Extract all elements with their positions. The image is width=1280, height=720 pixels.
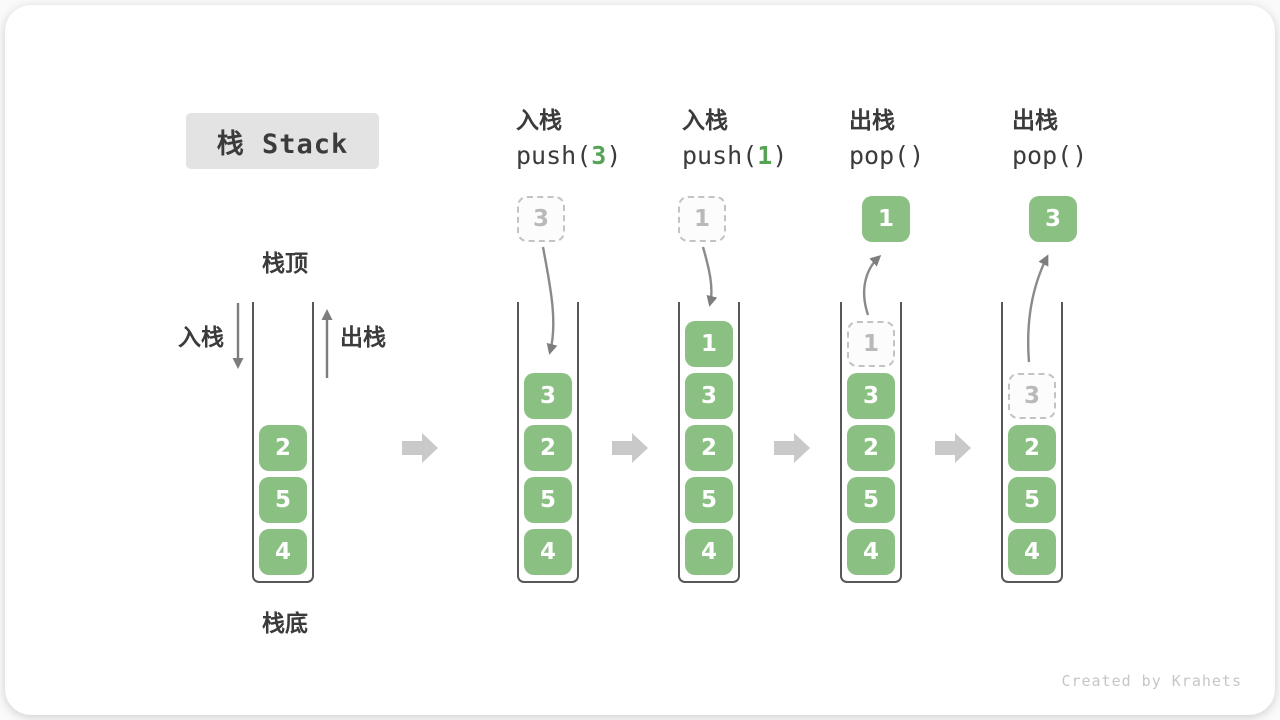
op-code: pop() xyxy=(1012,140,1087,172)
stack-cell: 2 xyxy=(259,425,307,471)
push-curve-arrow-2 xyxy=(701,246,718,307)
op-name: 入栈 xyxy=(682,107,728,133)
step-arrow-icon xyxy=(774,433,810,463)
pop-side-label: 出栈 xyxy=(340,324,386,350)
op-header-push-3: 入栈 push(3) xyxy=(516,104,621,172)
step-arrow-icon xyxy=(612,433,648,463)
stack-cell: 3 xyxy=(685,373,733,419)
code-pre: pop( xyxy=(1012,141,1073,170)
op-header-pop-1: 出栈 pop() xyxy=(849,104,924,172)
popped-value-cell: 1 xyxy=(862,196,910,242)
diagram-canvas: 栈 Stack 入栈 push(3) 入栈 push(1) 出栈 pop() 出… xyxy=(5,5,1275,715)
step-arrow-icon xyxy=(935,433,971,463)
op-code: push(1) xyxy=(682,140,787,172)
stack-cell: 4 xyxy=(1008,529,1056,575)
incoming-ghost-cell: 1 xyxy=(678,196,726,242)
op-name: 出栈 xyxy=(849,107,895,133)
code-pre: push( xyxy=(516,141,592,170)
code-post: ) xyxy=(909,141,925,170)
stack-cell: 2 xyxy=(847,425,895,471)
diagram-card: 栈 Stack 入栈 push(3) 入栈 push(1) 出栈 pop() 出… xyxy=(5,5,1275,715)
incoming-ghost-cell: 3 xyxy=(517,196,565,242)
step-arrow-icon xyxy=(402,433,438,463)
code-pre: pop( xyxy=(849,141,910,170)
op-name: 出栈 xyxy=(1012,107,1058,133)
op-header-push-1: 入栈 push(1) xyxy=(682,104,787,172)
code-arg: 1 xyxy=(757,141,773,170)
code-post: ) xyxy=(1072,141,1088,170)
stack-cell: 1 xyxy=(685,321,733,367)
op-name: 入栈 xyxy=(516,107,562,133)
stack-cell: 2 xyxy=(685,425,733,471)
stack-top-label: 栈顶 xyxy=(262,250,308,276)
stack-cell: 4 xyxy=(847,529,895,575)
stack-cell: 5 xyxy=(847,477,895,523)
stack-cell: 4 xyxy=(524,529,572,575)
op-code: push(3) xyxy=(516,140,621,172)
stack-cell: 3 xyxy=(524,373,572,419)
stack-cell: 3 xyxy=(847,373,895,419)
stack-cell: 4 xyxy=(259,529,307,575)
title-box: 栈 Stack xyxy=(186,113,379,169)
page-title: 栈 Stack xyxy=(216,128,349,160)
code-post: ) xyxy=(772,141,788,170)
code-arg: 3 xyxy=(591,141,607,170)
stack-cell: 5 xyxy=(524,477,572,523)
push-side-label: 入栈 xyxy=(178,324,224,350)
popped-ghost-cell: 1 xyxy=(847,321,895,367)
popped-ghost-cell: 3 xyxy=(1008,373,1056,419)
stack-bottom-label: 栈底 xyxy=(262,610,308,636)
popped-value-cell: 3 xyxy=(1029,196,1077,242)
stack-cell: 5 xyxy=(685,477,733,523)
stack-cell: 5 xyxy=(1008,477,1056,523)
op-code: pop() xyxy=(849,140,924,172)
code-pre: push( xyxy=(682,141,758,170)
stack-cell: 2 xyxy=(1008,425,1056,471)
stack-cell: 5 xyxy=(259,477,307,523)
stack-cell: 2 xyxy=(524,425,572,471)
stack-cell: 4 xyxy=(685,529,733,575)
code-post: ) xyxy=(606,141,622,170)
op-header-pop-2: 出栈 pop() xyxy=(1012,104,1087,172)
watermark: Created by Krahets xyxy=(1061,672,1242,690)
